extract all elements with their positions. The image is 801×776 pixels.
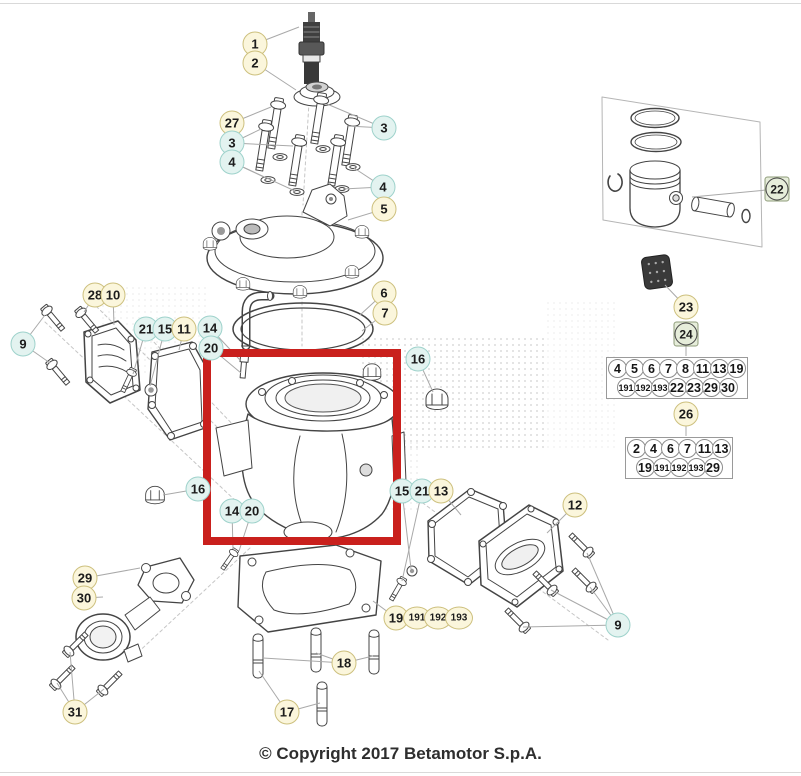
balloon-number: 24	[674, 322, 698, 346]
kit-number-193[interactable]: 193	[686, 458, 706, 477]
balloon-5[interactable]: 5	[371, 196, 397, 222]
kit-number-19[interactable]: 19	[635, 458, 655, 477]
balloon-13[interactable]: 13	[428, 478, 454, 504]
cylinder-highlight-box	[203, 349, 401, 545]
spark-plug-drawing	[298, 12, 325, 84]
balloon-10[interactable]: 10	[100, 282, 126, 308]
balloon-16[interactable]: 16	[405, 346, 431, 372]
balloon-11[interactable]: 11	[171, 316, 197, 342]
kit-number-4[interactable]: 4	[608, 359, 627, 378]
kit-number-30[interactable]: 30	[718, 378, 738, 397]
cylinder-drawing	[215, 355, 407, 573]
balloon-4[interactable]: 4	[370, 174, 396, 200]
balloon-20[interactable]: 20	[239, 498, 265, 524]
balloon-15[interactable]: 15	[389, 478, 415, 504]
kit-number-29[interactable]: 29	[701, 378, 721, 397]
kit-number-29[interactable]: 29	[703, 458, 723, 477]
balloon-20[interactable]: 20	[198, 335, 224, 361]
top-divider	[0, 3, 801, 4]
balloon-12[interactable]: 12	[562, 492, 588, 518]
base-gasket-drawing	[237, 544, 382, 633]
balloon-17[interactable]: 17	[274, 699, 300, 725]
kit-number-7[interactable]: 7	[678, 439, 697, 458]
balloon-26[interactable]: 26	[673, 401, 699, 427]
balloon-30[interactable]: 30	[71, 585, 97, 611]
left-gasket-drawing	[147, 341, 209, 441]
kit-number-13[interactable]: 13	[712, 439, 731, 458]
bottom-divider	[0, 772, 801, 773]
kit-number-192[interactable]: 192	[669, 458, 689, 477]
balloon-7[interactable]: 7	[372, 300, 398, 326]
kit-number-11[interactable]: 11	[693, 359, 712, 378]
kit-number-13[interactable]: 13	[710, 359, 729, 378]
balloon-16[interactable]: 16	[185, 476, 211, 502]
gasket-washer-drawing	[406, 565, 418, 577]
balloon-22[interactable]: 22	[764, 176, 790, 202]
kit-number-191[interactable]: 191	[652, 458, 672, 477]
balloon-24[interactable]: 24	[673, 321, 699, 347]
valve-washer-drawing	[144, 383, 158, 397]
kit-number-191[interactable]: 191	[616, 378, 636, 397]
balloon-2[interactable]: 2	[242, 50, 268, 76]
kit-number-23[interactable]: 23	[684, 378, 704, 397]
kit-number-192[interactable]: 192	[633, 378, 653, 397]
kit-number-193[interactable]: 193	[650, 378, 670, 397]
balloon-9[interactable]: 9	[605, 612, 631, 638]
piston-bearing-drawing	[641, 254, 673, 290]
balloon-193[interactable]: 193	[445, 606, 473, 630]
kit-number-19[interactable]: 19	[727, 359, 746, 378]
balloon-9[interactable]: 9	[10, 331, 36, 357]
balloon-23[interactable]: 23	[673, 294, 699, 320]
balloon-3[interactable]: 3	[371, 115, 397, 141]
piston-kit-drawing	[601, 96, 763, 248]
balloon-4[interactable]: 4	[219, 149, 245, 175]
balloon-31[interactable]: 31	[62, 699, 88, 725]
balloon-18[interactable]: 18	[331, 650, 357, 676]
exhaust-gasket-drawing	[137, 557, 195, 604]
kit-number-22[interactable]: 22	[667, 378, 687, 397]
copyright-text: © Copyright 2017 Betamotor S.p.A.	[259, 744, 542, 763]
cylinder-head-drawing	[202, 183, 384, 299]
balloon-number: 22	[765, 177, 789, 201]
